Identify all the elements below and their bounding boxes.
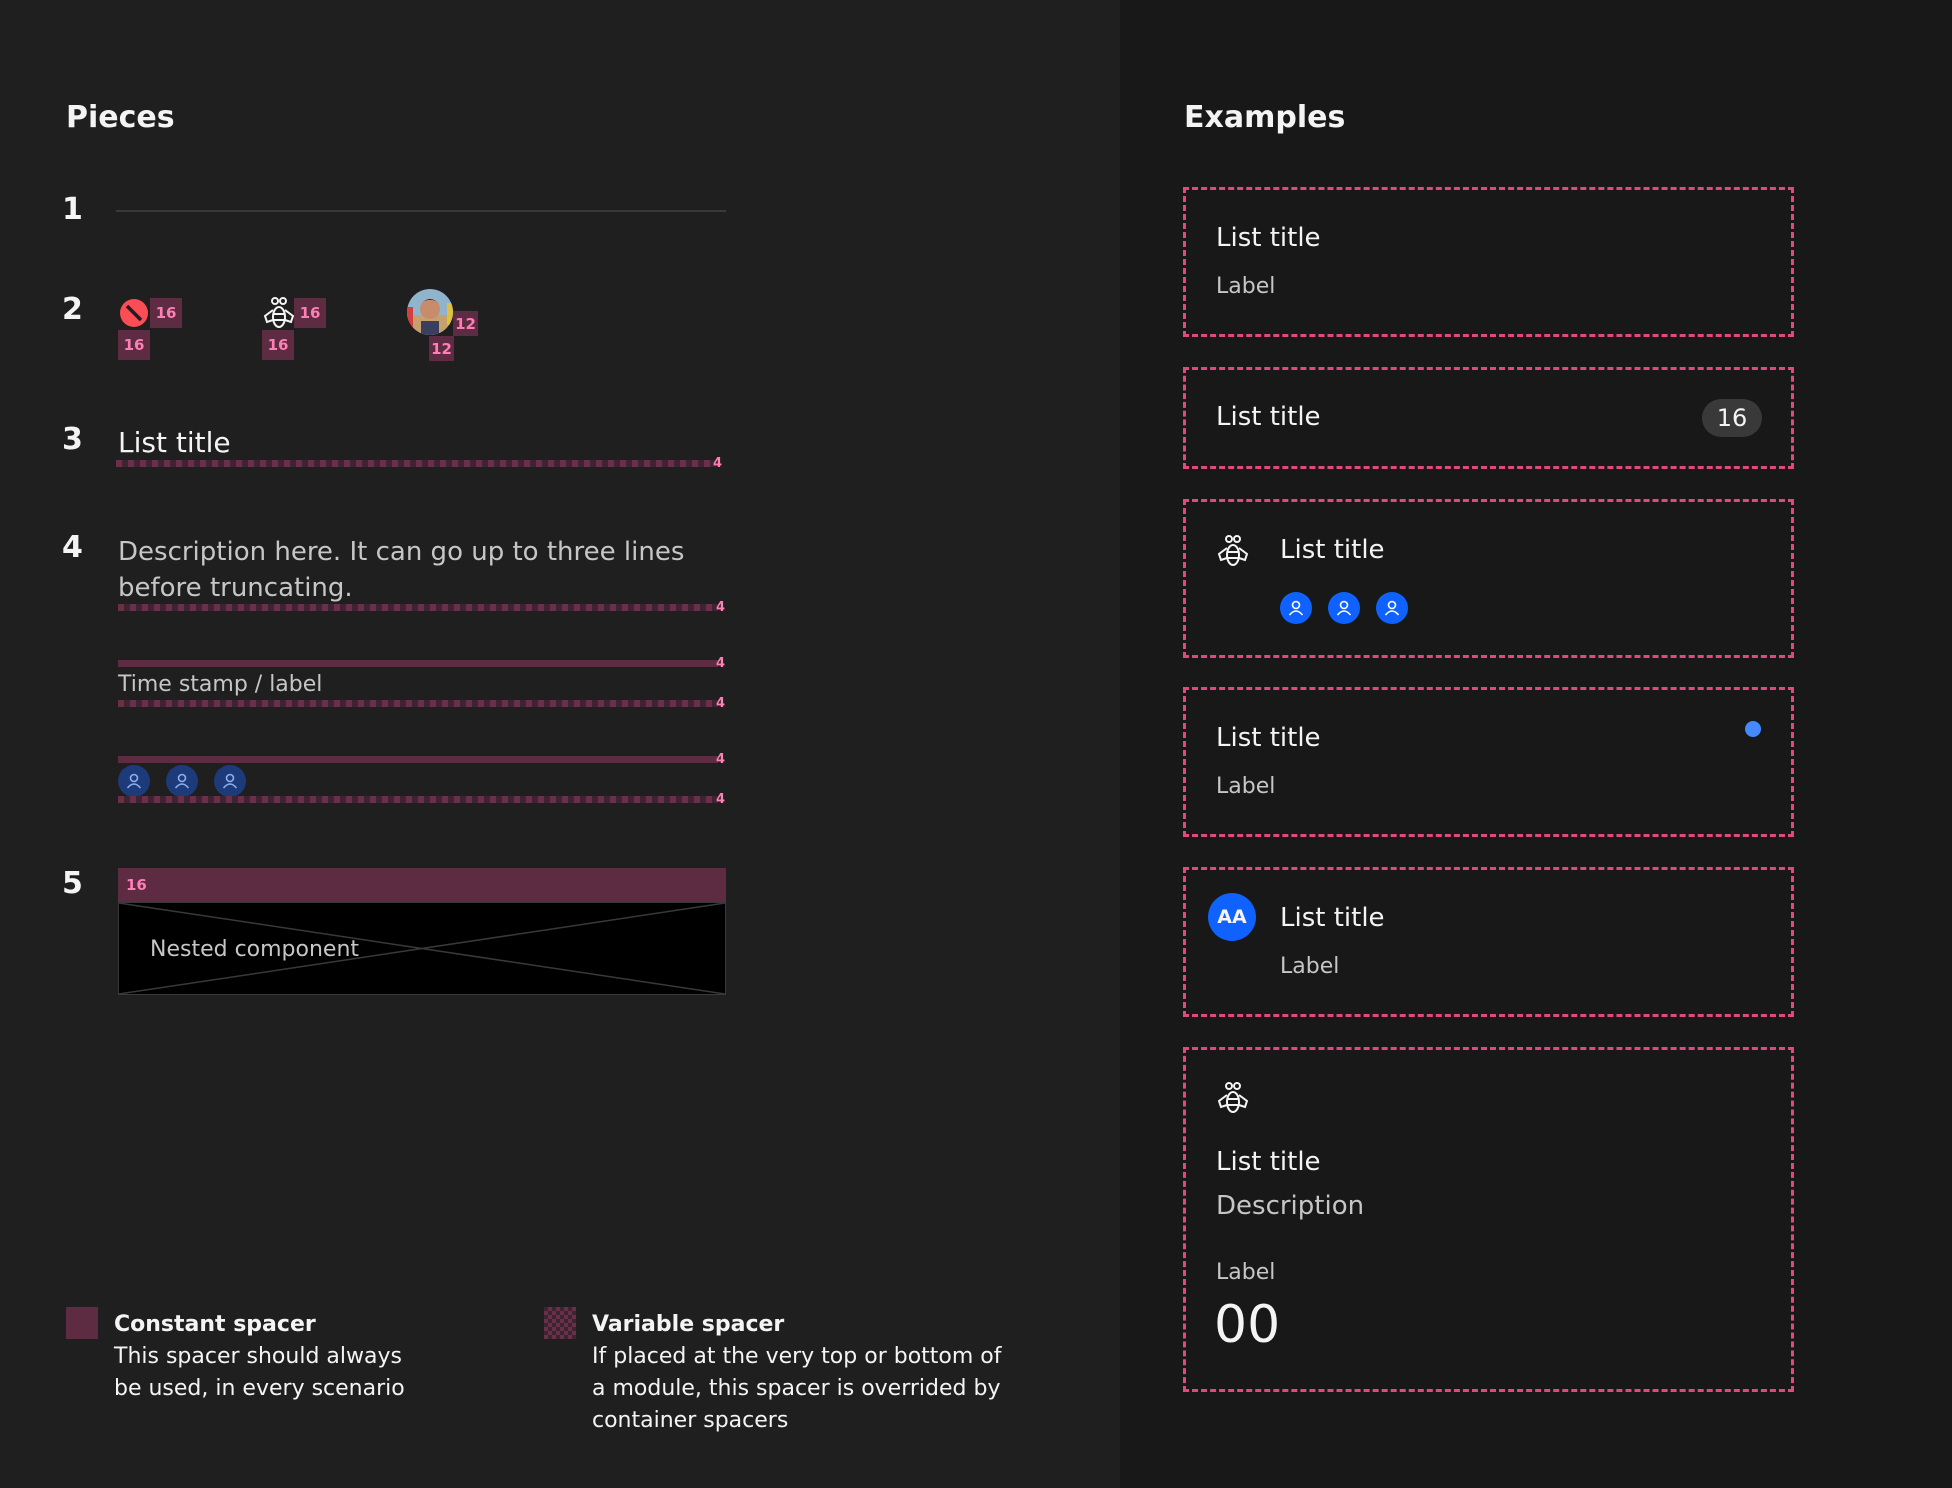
initials-avatar: AA [1208, 893, 1256, 941]
variable-spacer [118, 700, 718, 707]
constant-spacer [118, 660, 718, 667]
card-title: List title [1280, 903, 1385, 933]
constant-spacer-title: Constant spacer [114, 1312, 316, 1337]
spacer-label: 4 [716, 600, 726, 615]
card-label: Label [1216, 1260, 1276, 1285]
piece-number-5: 5 [62, 866, 83, 901]
variable-spacer-desc: container spacers [592, 1408, 789, 1433]
card-title: List title [1216, 1147, 1321, 1177]
piece-number-1: 1 [62, 192, 83, 227]
card-description: Description [1216, 1191, 1365, 1221]
card-title: List title [1216, 402, 1321, 432]
nested-component-placeholder: Nested component [118, 902, 726, 995]
example-card-6: List title Description Label 00 [1183, 1047, 1794, 1392]
piece-number-4: 4 [62, 530, 83, 565]
person-icon [1280, 592, 1312, 624]
avatar-bottom-spacer: 12 [429, 336, 454, 361]
card-label: Label [1216, 774, 1276, 799]
bee-icon [262, 296, 296, 330]
variable-spacer-desc: If placed at the very top or bottom of [592, 1344, 1002, 1369]
piece-number-3: 3 [62, 422, 83, 457]
example-card-4: List title Label [1183, 687, 1794, 837]
person-icon [1376, 592, 1408, 624]
examples-heading: Examples [1184, 100, 1346, 135]
avatar-right-spacer: 12 [453, 311, 478, 336]
person-icon [214, 765, 246, 797]
pieces-heading: Pieces [66, 100, 175, 135]
examples-panel [1120, 0, 1952, 1488]
card-value: 00 [1214, 1295, 1281, 1355]
icon-right-spacer: 16 [150, 298, 182, 328]
constant-spacer [118, 756, 718, 763]
card-title: List title [1216, 723, 1321, 753]
list-title-piece: List title [118, 426, 231, 459]
variable-spacer-title: Variable spacer [592, 1312, 785, 1337]
pieces-panel: Pieces 1 2 16 16 16 16 12 12 3 List titl… [62, 100, 1002, 1433]
example-card-5: AA List title Label [1183, 867, 1794, 1017]
description-piece: Description here. It can go up to three … [118, 537, 685, 603]
card-title: List title [1216, 223, 1321, 253]
variable-spacer [116, 460, 716, 467]
example-card-1: List title Label [1183, 187, 1794, 337]
disabled-icon [119, 298, 149, 328]
count-badge: 16 [1702, 399, 1762, 437]
bee-icon [1216, 534, 1250, 568]
bee-icon [1216, 1081, 1250, 1115]
spacer-label: 4 [716, 696, 726, 711]
constant-spacer-desc: This spacer should always [114, 1344, 402, 1369]
spacer-label: 4 [716, 792, 726, 807]
icon-bottom-spacer: 16 [118, 330, 150, 360]
card-label: Label [1280, 954, 1340, 979]
card-label: Label [1216, 274, 1276, 299]
person-icon [1328, 592, 1360, 624]
spacer-label: 4 [716, 752, 726, 767]
variable-spacer [118, 604, 718, 611]
piece-number-2: 2 [62, 292, 83, 327]
constant-spacer-desc: be used, in every scenario [114, 1376, 405, 1401]
spacer-label: 16 [126, 876, 147, 894]
card-title: List title [1280, 535, 1385, 565]
icon-bottom-spacer: 16 [262, 330, 294, 360]
constant-spacer [118, 868, 726, 902]
timestamp-piece: Time stamp / label [118, 672, 323, 697]
person-icon [118, 765, 150, 797]
divider [116, 210, 726, 212]
variable-spacer-swatch [544, 1307, 576, 1339]
variable-spacer [118, 796, 718, 803]
icon-right-spacer: 16 [294, 298, 326, 328]
variable-spacer-desc: a module, this spacer is overrided by [592, 1376, 1001, 1401]
person-icon [166, 765, 198, 797]
spacer-label: 4 [716, 656, 726, 671]
example-card-3: List title [1183, 499, 1794, 658]
nested-component-label: Nested component [150, 937, 360, 962]
avatar-photo [407, 289, 453, 335]
constant-spacer-swatch [66, 1307, 98, 1339]
spacer-label: 4 [713, 456, 723, 471]
example-card-2: List title 16 [1183, 367, 1794, 469]
unread-dot [1745, 721, 1761, 737]
